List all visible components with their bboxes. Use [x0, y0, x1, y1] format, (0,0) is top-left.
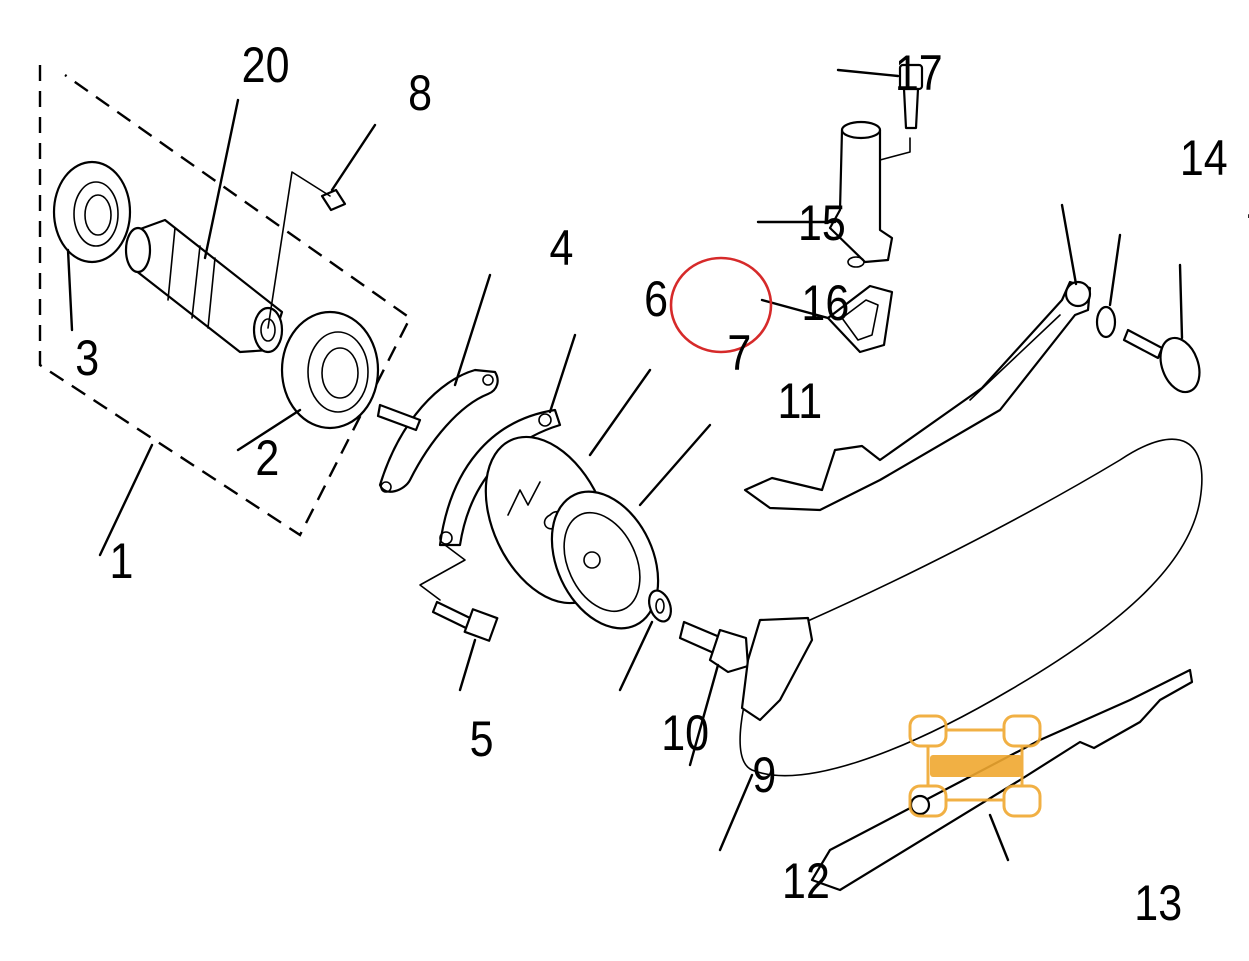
- assembly-boundary: [38, 65, 412, 537]
- callouts: 1 2 3 4 5 6 7 8 9 10 11 12 13 14 15 16 1…: [75, 37, 1249, 931]
- bolt-large: [678, 620, 750, 674]
- callout-6: 6: [644, 271, 668, 327]
- callout-10: 10: [661, 705, 709, 761]
- bolt-small: [431, 600, 499, 642]
- watermark-logo: [908, 714, 1042, 818]
- tensioner-gasket: [826, 284, 894, 354]
- bearing-right: [280, 310, 380, 430]
- tensioner-bolt: [898, 63, 924, 130]
- callout-5: 5: [470, 711, 494, 767]
- callout-8: 8: [408, 65, 432, 121]
- callout-3: 3: [75, 330, 99, 386]
- callout-20: 20: [242, 37, 290, 93]
- callout-1: 1: [109, 533, 133, 589]
- callout-7: 7: [727, 325, 751, 381]
- washer: [648, 589, 672, 623]
- callout-9: 9: [752, 747, 776, 803]
- callout-19: 19: [1245, 173, 1249, 229]
- bolt-leader: [419, 544, 466, 601]
- callout-15: 15: [798, 195, 846, 251]
- pivot-bolt: [1122, 328, 1201, 394]
- camshaft: [124, 218, 284, 354]
- chain-tensioner: [828, 120, 911, 268]
- callout-11: 11: [777, 373, 822, 429]
- callout-12: 12: [782, 853, 830, 909]
- cam-chain: [739, 438, 1203, 777]
- cam-sprocket: [550, 490, 660, 630]
- callout-16: 16: [801, 275, 849, 331]
- callout-17: 17: [895, 45, 943, 101]
- cam-bracket: [376, 368, 499, 493]
- chain-guide: [810, 668, 1194, 892]
- callout-14: 14: [1180, 130, 1228, 186]
- callout-2: 2: [255, 430, 279, 486]
- callout-13: 13: [1134, 875, 1182, 931]
- leader-lines: [66, 68, 1184, 862]
- o-ring: [1095, 305, 1117, 339]
- bearing-left: [52, 160, 132, 264]
- highlight-circle: [669, 256, 773, 354]
- callout-4: 4: [549, 220, 573, 276]
- tensioner-guide: [743, 280, 1092, 512]
- cam-plate: [438, 408, 562, 547]
- pin-leader: [267, 171, 331, 329]
